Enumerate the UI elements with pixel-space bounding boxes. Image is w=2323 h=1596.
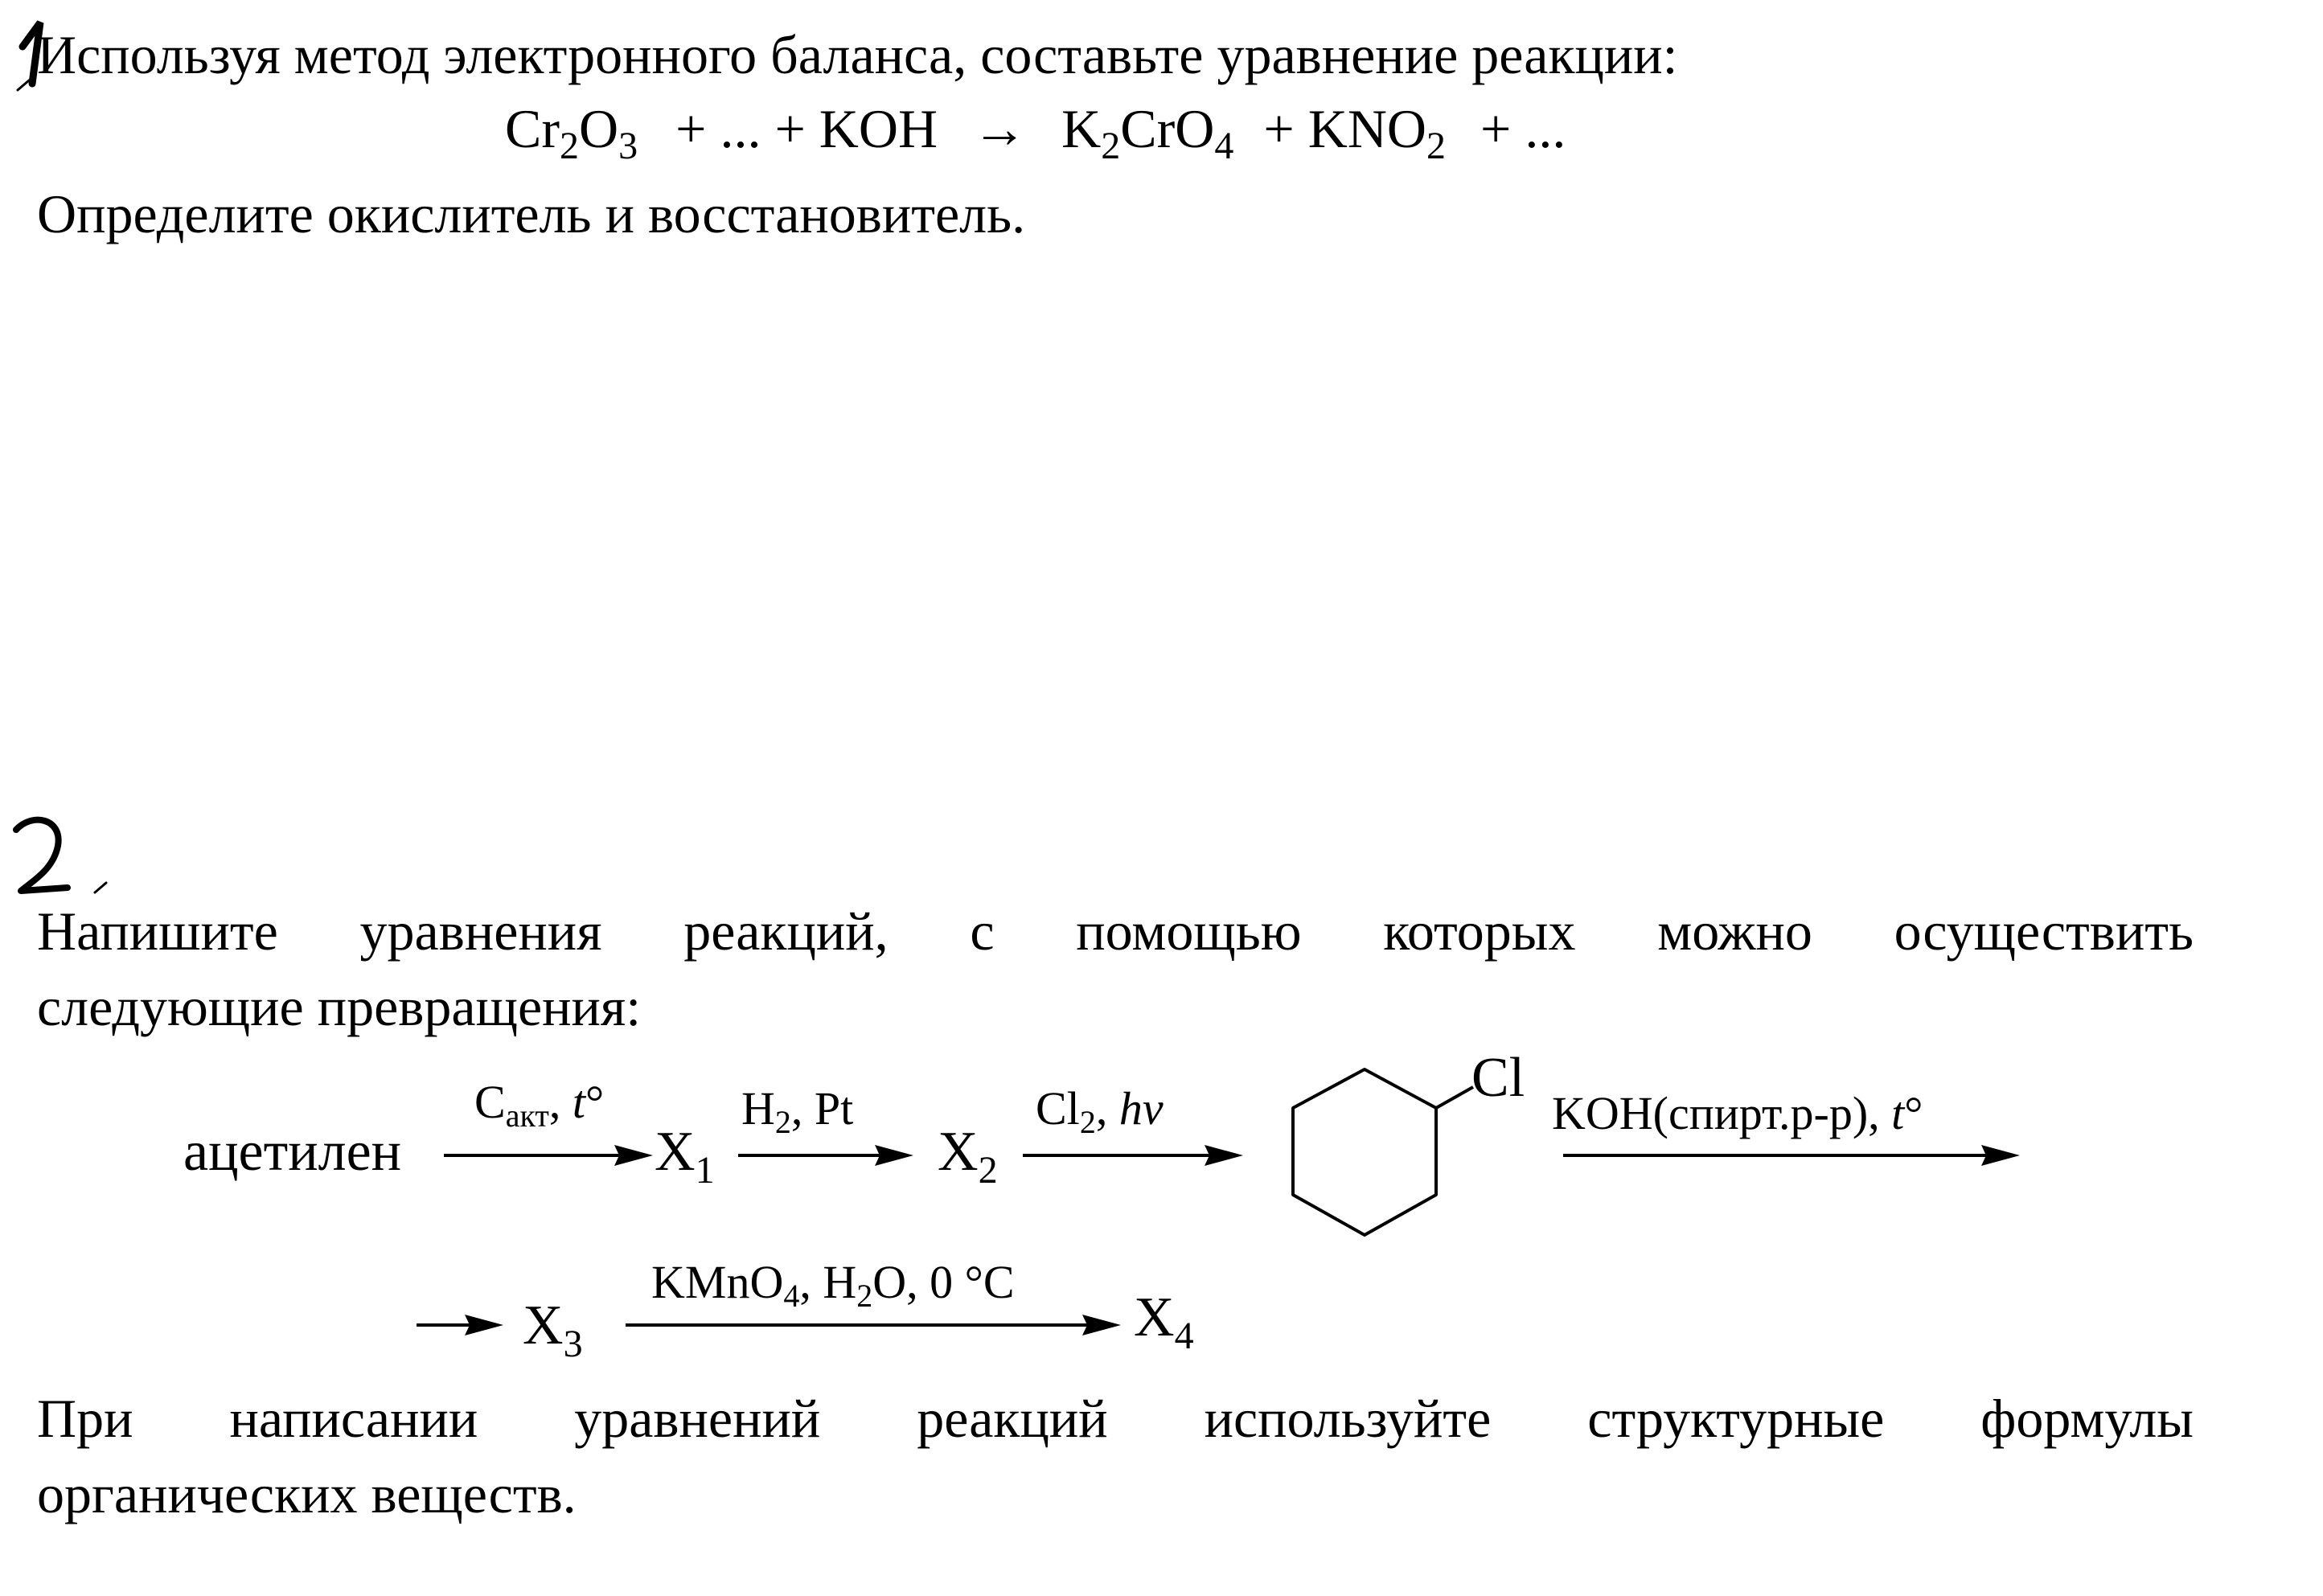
scheme-cond-1: Cакт, t°: [474, 1076, 605, 1132]
task1-question: Определите окислитель и восстановитель.: [37, 183, 1026, 244]
scheme-x2: X2: [938, 1121, 998, 1190]
scheme-cond-3: Cl2, hν: [1036, 1082, 1164, 1139]
cond1-c-sub: акт: [505, 1098, 549, 1134]
eq-o-sub: 3: [618, 125, 638, 167]
eq-cro-sub: 4: [1214, 125, 1234, 167]
cond5-rest: O, 0 °C: [872, 1256, 1015, 1308]
cond5-h-sub: 2: [856, 1278, 873, 1314]
arrow-5-icon: [417, 1315, 503, 1335]
x1-sub: 1: [695, 1149, 715, 1192]
scheme-cond-5: KMnO4, H2O, 0 °C: [651, 1256, 1015, 1312]
eq-kno-sub: 2: [1426, 125, 1447, 167]
scheme-cond-4: KOH(спирт.р-р), t°: [1552, 1090, 1923, 1137]
eq-products-rest: + ...: [1480, 98, 1566, 159]
cond1-t: t: [572, 1076, 585, 1128]
x2-sub: 2: [978, 1149, 998, 1192]
cond5-kmno-sub: 4: [783, 1278, 800, 1314]
task2-footer-line1: При написании уравнений реакций использу…: [37, 1388, 2194, 1449]
arrow-1-icon: [444, 1145, 653, 1166]
x1-letter: X: [655, 1121, 696, 1183]
eq-k-sub: 2: [1101, 125, 1121, 167]
arrow-3-icon: [1023, 1145, 1243, 1166]
eq-arrow-icon: →: [972, 98, 1028, 159]
cond4-t: t: [1891, 1087, 1905, 1139]
x3-sub: 3: [563, 1323, 583, 1365]
cond3-sep: ,: [1095, 1082, 1119, 1134]
eq-reactants-rest: + ... + KOH: [675, 98, 938, 159]
eq-cr: Cr: [505, 98, 560, 159]
task1-equation: Cr2O3 + ... + KOH → K2CrO4 + KNO2 + ...: [505, 98, 1566, 166]
task2-intro-line1: Напишите уравнения реакций, с помощью ко…: [37, 901, 2194, 962]
arrow-2-icon: [738, 1145, 913, 1166]
task2-intro-line2: следующие превращения:: [37, 976, 642, 1037]
arrow-6-icon: [626, 1315, 1121, 1335]
chlorocyclohexane-cl-label: Cl: [1471, 1047, 1525, 1109]
x4-sub: 4: [1174, 1315, 1194, 1357]
task2-footer-line2: органических веществ.: [37, 1463, 577, 1524]
task1-intro: Используя метод электронного баланса, со…: [37, 24, 1678, 85]
scheme-x1: X1: [655, 1121, 715, 1190]
x3-letter: X: [523, 1294, 564, 1356]
cond3-cl-sub: 2: [1079, 1104, 1096, 1140]
scheme-cond-2: H2, Pt: [741, 1082, 854, 1139]
eq-cro: CrO: [1120, 98, 1215, 159]
eq-kno: + KNO: [1263, 98, 1427, 159]
handwritten-number-1: [16, 20, 44, 92]
cond2-rest: , Pt: [790, 1082, 854, 1134]
cond1-c: C: [474, 1076, 506, 1128]
arrow-4-icon: [1563, 1145, 2020, 1166]
cond4-deg: °: [1904, 1087, 1923, 1139]
x2-letter: X: [938, 1121, 979, 1183]
cond2-h: H: [741, 1082, 775, 1134]
cond4-koh: KOH(спирт.р-р),: [1552, 1087, 1892, 1139]
scheme-x4: X4: [1134, 1290, 1194, 1356]
eq-o: O: [579, 98, 619, 159]
eq-k: K: [1061, 98, 1102, 159]
cond3-hv: hν: [1118, 1082, 1164, 1134]
handwritten-number-2: [13, 816, 108, 894]
cond1-sep: ,: [548, 1076, 573, 1128]
scheme-acetylene: ацетилен: [183, 1121, 402, 1183]
cond2-h-sub: 2: [774, 1104, 791, 1140]
eq-cr-sub: 2: [560, 125, 579, 167]
cyclohexane-ring-icon: [1291, 1068, 1474, 1237]
cond1-deg: °: [585, 1076, 605, 1128]
cond3-cl: Cl: [1036, 1082, 1080, 1134]
scheme-x3: X3: [523, 1298, 583, 1364]
cond5-h: , H: [799, 1256, 857, 1308]
x4-letter: X: [1134, 1286, 1175, 1348]
cond5-kmno: KMnO: [651, 1256, 784, 1308]
